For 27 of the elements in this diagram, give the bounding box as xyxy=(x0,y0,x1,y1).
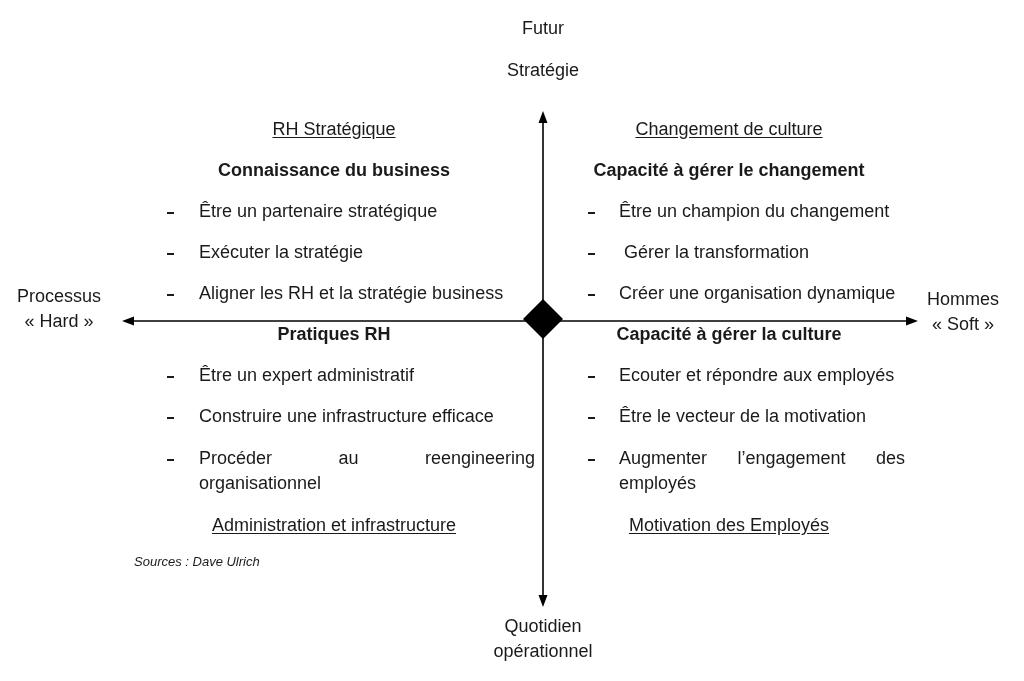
list-item: Gérer la transformation xyxy=(624,240,810,264)
list-item: Aligner les RH et la stratégie business xyxy=(199,281,504,305)
quadrant-heading: Capacité à gérer la culture xyxy=(616,322,842,346)
quadrant-heading: Capacité à gérer le changement xyxy=(593,158,865,182)
list-item: Ecouter et répondre aux employés xyxy=(619,363,895,387)
list-item: Procéder au reengineering organisationnel xyxy=(199,446,535,495)
quadrant-heading: Connaissance du business xyxy=(217,158,451,182)
axis-label: Quotidien opérationnel xyxy=(492,614,594,663)
quadrant-title: RH Stratégique xyxy=(272,117,396,141)
axis-label: Hommes « Soft » xyxy=(926,287,1000,336)
list-item: Exécuter la stratégie xyxy=(199,240,364,264)
quadrant-heading: Pratiques RH xyxy=(277,322,391,346)
list-item: Être le vecteur de la motivation xyxy=(619,404,867,428)
list-item: Être un expert administratif xyxy=(199,363,415,387)
list-item: Être un partenaire stratégique xyxy=(199,199,438,223)
list-item: Construire une infrastructure efficace xyxy=(199,404,494,428)
quadrant-title: Administration et infrastructure xyxy=(211,513,457,537)
source-note: Sources : Dave Ulrich xyxy=(134,553,260,571)
center-diamond xyxy=(523,299,563,339)
axis-label: Futur xyxy=(522,16,564,40)
quadrant-title: Motivation des Employés xyxy=(628,513,830,537)
axis-label: Stratégie xyxy=(507,58,579,82)
axis-label: Processus « Hard » xyxy=(15,284,102,333)
list-item: Augmenter l’engagement des employés xyxy=(619,446,905,495)
list-item: Créer une organisation dynamique xyxy=(619,281,896,305)
quadrant-title: Changement de culture xyxy=(635,117,823,141)
list-item: Être un champion du changement xyxy=(619,199,890,223)
